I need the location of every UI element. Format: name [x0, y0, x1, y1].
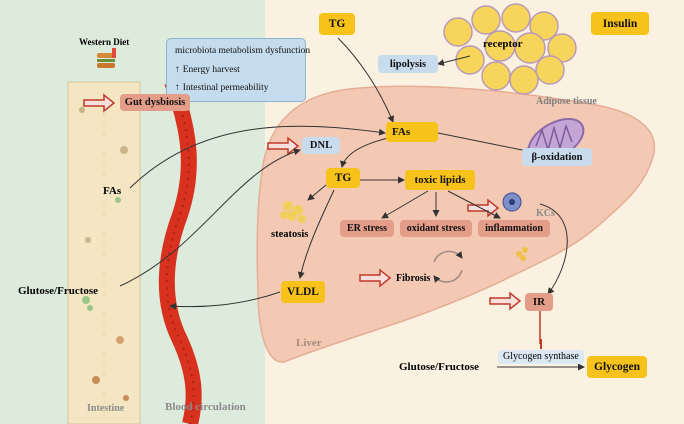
intestine-graphic	[67, 81, 141, 424]
arrow-vldl-to-blood	[169, 291, 281, 310]
glycogen-box: Glycogen	[587, 356, 647, 378]
arrow-receptor-to-lipolysis	[437, 55, 471, 66]
lipid-droplets-icon	[280, 201, 306, 223]
increase-arrows	[83, 93, 522, 311]
kc-droplets-icon	[516, 247, 528, 261]
fas-left-label: FAs	[103, 185, 122, 197]
toxic-lipids-box: toxic lipids	[405, 170, 475, 190]
receptor-label: receptor	[483, 38, 523, 50]
note-item-permeability-text: Intestinal permeability	[182, 83, 269, 93]
kupffer-cell-icon	[502, 192, 522, 212]
up-arrow-icon: ↑	[175, 65, 180, 75]
burger-icon	[97, 48, 116, 68]
arrow-tg-to-steatosis	[307, 184, 327, 201]
fibrosis-label: Fibrosis	[396, 273, 431, 284]
arrow-glucose-to-dnl	[119, 148, 301, 287]
note-item-energy: ↑Energy harvest	[175, 65, 240, 75]
note-item-energy-text: Energy harvest	[182, 65, 240, 75]
note-title: microbiota metabolism dysfunction	[175, 46, 311, 56]
dnl-box: DNL	[302, 137, 340, 154]
microbiota-note: microbiota metabolism dysfunction ↑Energ…	[166, 38, 310, 102]
arrow-tg-to-vldl	[297, 189, 335, 279]
arrow-toxic-to-er	[381, 190, 429, 219]
ir-box: IR	[525, 293, 553, 311]
up-arrow-icon: ↑	[175, 83, 180, 93]
lipolysis-box: lipolysis	[378, 55, 438, 73]
blood-circulation-label: Blood circulation	[165, 401, 246, 413]
inflammation-box: inflammation	[478, 220, 550, 237]
tg-mid-box: TG	[326, 168, 360, 188]
arrow-fas-left-to-fas	[129, 125, 386, 189]
insulin-box: Insulin	[591, 12, 649, 35]
arrow-tg-to-fas	[337, 37, 394, 123]
gut-dysbiosis-box: Gut dysbiosis	[120, 94, 190, 111]
glucose-left-label: Glutose/Fructose	[18, 285, 99, 297]
glucose-right-label: Glutose/Fructose	[399, 361, 480, 373]
er-stress-box: ER stress	[340, 220, 394, 237]
fibrosis-cycle-icon	[433, 250, 463, 283]
beta-oxidation-box: β-oxidation	[522, 148, 592, 166]
tg-top-box: TG	[319, 13, 355, 35]
adipose-tissue-cluster	[443, 3, 577, 95]
adipose-tissue-label: Adipose tissue	[536, 96, 597, 107]
arrow-fas-to-beta-oxidation	[437, 132, 533, 155]
steatosis-label: steatosis	[271, 229, 309, 240]
intestine-label: Intestine	[87, 403, 125, 414]
note-item-permeability: ↑Intestinal permeability	[175, 83, 269, 93]
liver-label: Liver	[296, 337, 322, 349]
fas-box: FAs	[386, 122, 438, 142]
vldl-box: VLDL	[281, 281, 325, 303]
arrow-fas-to-tg	[340, 137, 389, 168]
oxidant-stress-box: oxidant stress	[400, 220, 472, 237]
kcs-label: KCs	[536, 208, 555, 219]
arrow-kc-to-ir	[539, 203, 568, 295]
glycogen-synthase-label: Glycogen synthase	[498, 350, 584, 364]
western-diet-label: Western Diet	[79, 37, 130, 47]
arrow-toxic-to-inflammation	[447, 190, 501, 219]
